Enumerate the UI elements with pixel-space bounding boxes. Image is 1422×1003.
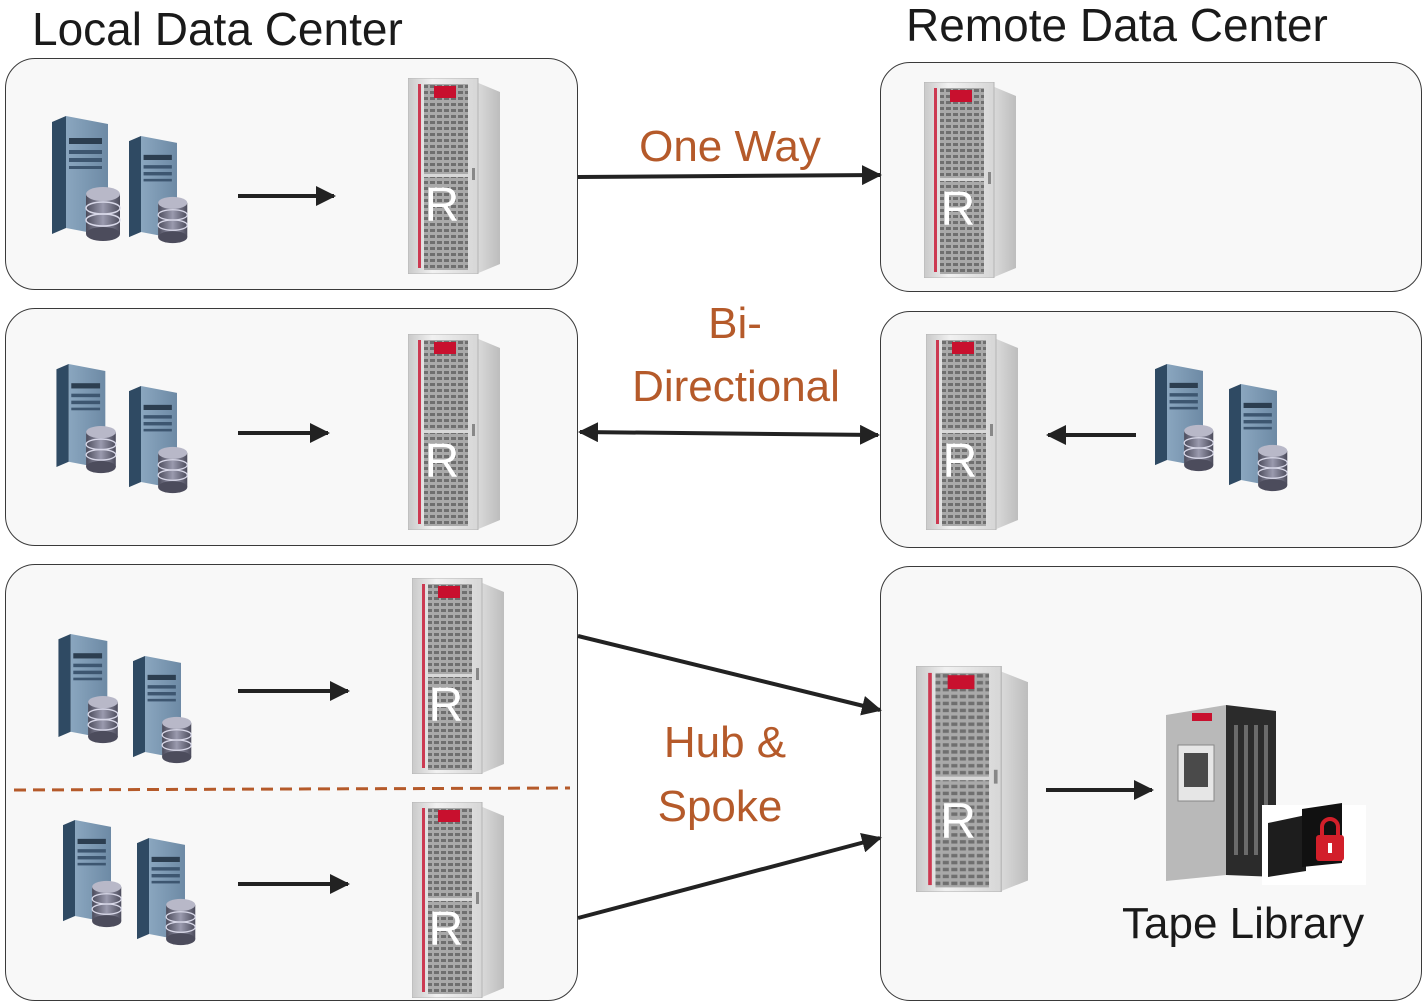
tape-library-icon: [1166, 704, 1376, 886]
appliance-letter: R: [424, 435, 460, 488]
recovery-appliance-icon: R: [408, 78, 500, 274]
local-data-center-heading: Local Data Center: [32, 3, 403, 55]
recovery-appliance-icon: R: [926, 334, 1018, 530]
arrow-one-way: [577, 165, 882, 186]
appliance-letter: R: [424, 179, 460, 232]
database-server-icon: [52, 116, 122, 242]
recovery-appliance-icon: R: [412, 578, 504, 774]
recovery-appliance-icon: R: [412, 802, 504, 998]
mode-label-bi-directional-line2: Directional: [632, 362, 840, 411]
appliance-letter: R: [942, 435, 978, 488]
database-server-icon: [54, 634, 124, 744]
database-server-icon: [124, 386, 194, 494]
arrow-hub-spoke-upper: [577, 634, 882, 716]
arrow-bi-directional: [578, 422, 880, 445]
database-server-icon: [1150, 364, 1220, 472]
database-server-icon: [124, 136, 194, 244]
database-server-icon: [58, 820, 128, 928]
recovery-appliance-icon: R: [924, 82, 1016, 278]
recovery-appliance-hub-icon: R: [916, 666, 1028, 892]
appliance-letter: R: [428, 679, 464, 732]
mode-label-hub-spoke-line2: Spoke: [657, 782, 783, 831]
mode-label-bi-directional-line1: Bi-: [708, 299, 762, 348]
arrow-hub-spoke-lower: [577, 832, 882, 920]
appliance-letter: R: [940, 183, 976, 236]
database-server-icon: [128, 656, 198, 764]
appliance-letter: R: [428, 903, 464, 956]
mode-label-one-way: One Way: [639, 122, 821, 171]
recovery-appliance-icon: R: [408, 334, 500, 530]
mode-label-hub-spoke-line1: Hub &: [663, 718, 787, 767]
database-server-icon: [1224, 384, 1294, 492]
database-server-icon: [52, 364, 122, 474]
database-server-icon: [132, 838, 202, 946]
hub-spoke-divider: [13, 786, 571, 792]
tape-library-label: Tape Library: [1122, 899, 1365, 948]
remote-data-center-heading: Remote Data Center: [906, 0, 1328, 51]
appliance-letter: R: [939, 793, 977, 849]
